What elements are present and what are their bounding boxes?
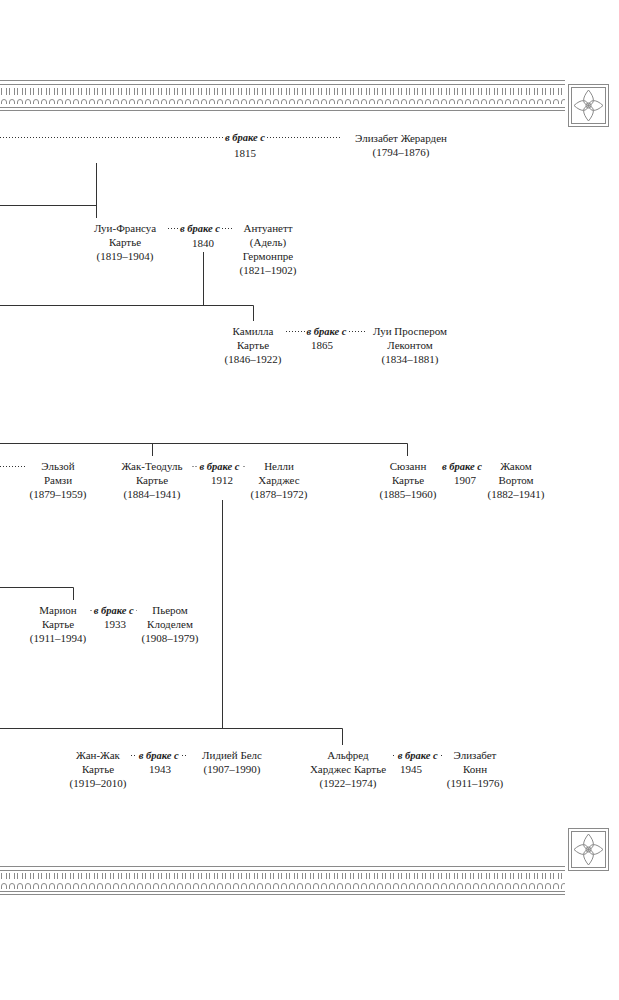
life-dates: (1882–1941) [488, 487, 545, 501]
person-name: Альфред Харджес Картье [306, 748, 390, 776]
life-dates: (1885–1960) [380, 487, 437, 501]
marriage-label: в браке с [197, 460, 241, 473]
person-name: Камилла Картье [223, 324, 283, 352]
marriage-label: в браке с [137, 749, 181, 762]
life-dates: (1907–1990) [204, 762, 261, 776]
person-entry: Лидией Белс(1907–1990) [190, 748, 275, 776]
person-name: Элизабет Жерарден [341, 131, 461, 145]
person-entry: Элизабет Конн(1911–1976) [446, 748, 505, 790]
person-entry: Луи Проспером Леконтом(1834–1881) [370, 324, 450, 366]
person-name: Луи Проспером Леконтом [370, 324, 450, 352]
marriage-label: в браке с [440, 460, 484, 473]
person-entry: Альфред Харджес Картье(1922–1974) [306, 748, 390, 790]
marriage-year: 1912 [210, 473, 234, 487]
person-entry: Пьером Клоделем(1908–1979) [140, 603, 200, 645]
person-name: Эльзой Рамзи [29, 459, 88, 487]
life-dates: (1834–1881) [382, 352, 439, 366]
marriage-year: 1815 [233, 146, 257, 160]
descent-lines [0, 138, 408, 746]
life-dates: (1911–1976) [447, 776, 503, 790]
person-name: Элизабет Конн [446, 748, 505, 776]
person-name: Жак-Теодуль Картье [115, 459, 190, 487]
marriage-label: в браке с [304, 325, 348, 338]
person-entry: Жаком Вортом(1882–1941) [487, 459, 546, 501]
person-entry: Камилла Картье(1846–1922) [223, 324, 283, 366]
marriage-year: 1943 [148, 762, 172, 776]
marriage-year: 1840 [191, 236, 215, 250]
top-border [0, 81, 609, 127]
person-name: Пьером Клоделем [140, 603, 200, 631]
bottom-border [0, 829, 609, 895]
life-dates: (1922–1974) [320, 776, 377, 790]
person-name: Нелли Харджес [250, 459, 309, 487]
life-dates: (1908–1979) [142, 631, 199, 645]
life-dates: (1911–1994) [30, 631, 86, 645]
person-entry: Сюзанн Картье(1885–1960) [379, 459, 438, 501]
marriage-label: в браке с [92, 604, 136, 617]
life-dates: (1884–1941) [124, 487, 181, 501]
person-entry: Марион Картье(1911–1994) [29, 603, 88, 645]
person-entry: Антуанетт (Адель) Гермонпре(1821–1902) [235, 221, 301, 277]
person-entry: Элизабет Жерарден(1794–1876) [341, 131, 461, 159]
person-entry: Жак-Теодуль Картье(1884–1941) [115, 459, 190, 501]
marriage-label: в браке с [178, 222, 222, 235]
life-dates: (1879–1959) [30, 487, 87, 501]
person-entry: Луи-Франсуа Картье(1819–1904) [85, 221, 165, 263]
person-entry: Нелли Харджес(1878–1972) [250, 459, 309, 501]
person-name: Луи-Франсуа Картье [85, 221, 165, 249]
person-entry: Эльзой Рамзи(1879–1959) [29, 459, 88, 501]
marriage-label: в браке с [224, 131, 266, 145]
marriage-year: 1865 [310, 338, 334, 352]
person-name: Жаком Вортом [487, 459, 546, 487]
life-dates: (1819–1904) [97, 249, 154, 263]
marriage-label: в браке с [396, 749, 440, 762]
person-entry: Жан-Жак Картье(1919–2010) [68, 748, 128, 790]
person-name: Сюзанн Картье [379, 459, 438, 487]
person-name: Марион Картье [29, 603, 88, 631]
person-name: Жан-Жак Картье [68, 748, 128, 776]
marriage-year: 1907 [453, 473, 477, 487]
person-name: Лидией Белс [190, 748, 275, 762]
life-dates: (1794–1876) [373, 145, 430, 159]
life-dates: (1919–2010) [70, 776, 127, 790]
marriage-year: 1933 [103, 617, 127, 631]
marriage-year: 1945 [399, 762, 423, 776]
life-dates: (1821–1902) [240, 263, 297, 277]
person-name: Антуанетт (Адель) Гермонпре [235, 221, 301, 263]
life-dates: (1878–1972) [251, 487, 308, 501]
life-dates: (1846–1922) [225, 352, 282, 366]
